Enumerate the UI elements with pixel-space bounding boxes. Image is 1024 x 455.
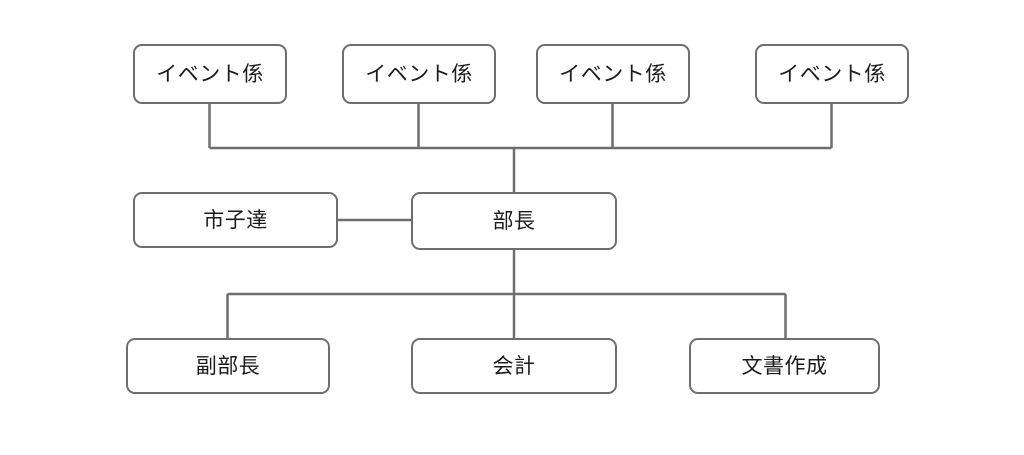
node-label: イベント係 [365, 61, 473, 86]
node-label: 部長 [492, 208, 536, 233]
node-staff[interactable]: 市子達 [133, 192, 338, 248]
node-label: 文書作成 [741, 353, 828, 378]
node-label: 市子達 [203, 207, 268, 232]
node-account[interactable]: 会計 [411, 338, 617, 394]
node-event-1[interactable]: イベント係 [133, 44, 287, 104]
node-event-2[interactable]: イベント係 [342, 44, 496, 104]
node-label: イベント係 [778, 61, 886, 86]
node-docs[interactable]: 文書作成 [689, 338, 880, 394]
node-label: イベント係 [156, 61, 264, 86]
node-deputy[interactable]: 副部長 [126, 338, 330, 394]
node-label: 会計 [492, 353, 536, 378]
node-label: イベント係 [559, 61, 667, 86]
node-chief[interactable]: 部長 [411, 192, 617, 250]
node-label: 副部長 [195, 353, 261, 378]
node-event-4[interactable]: イベント係 [755, 44, 909, 104]
node-event-3[interactable]: イベント係 [536, 44, 690, 104]
